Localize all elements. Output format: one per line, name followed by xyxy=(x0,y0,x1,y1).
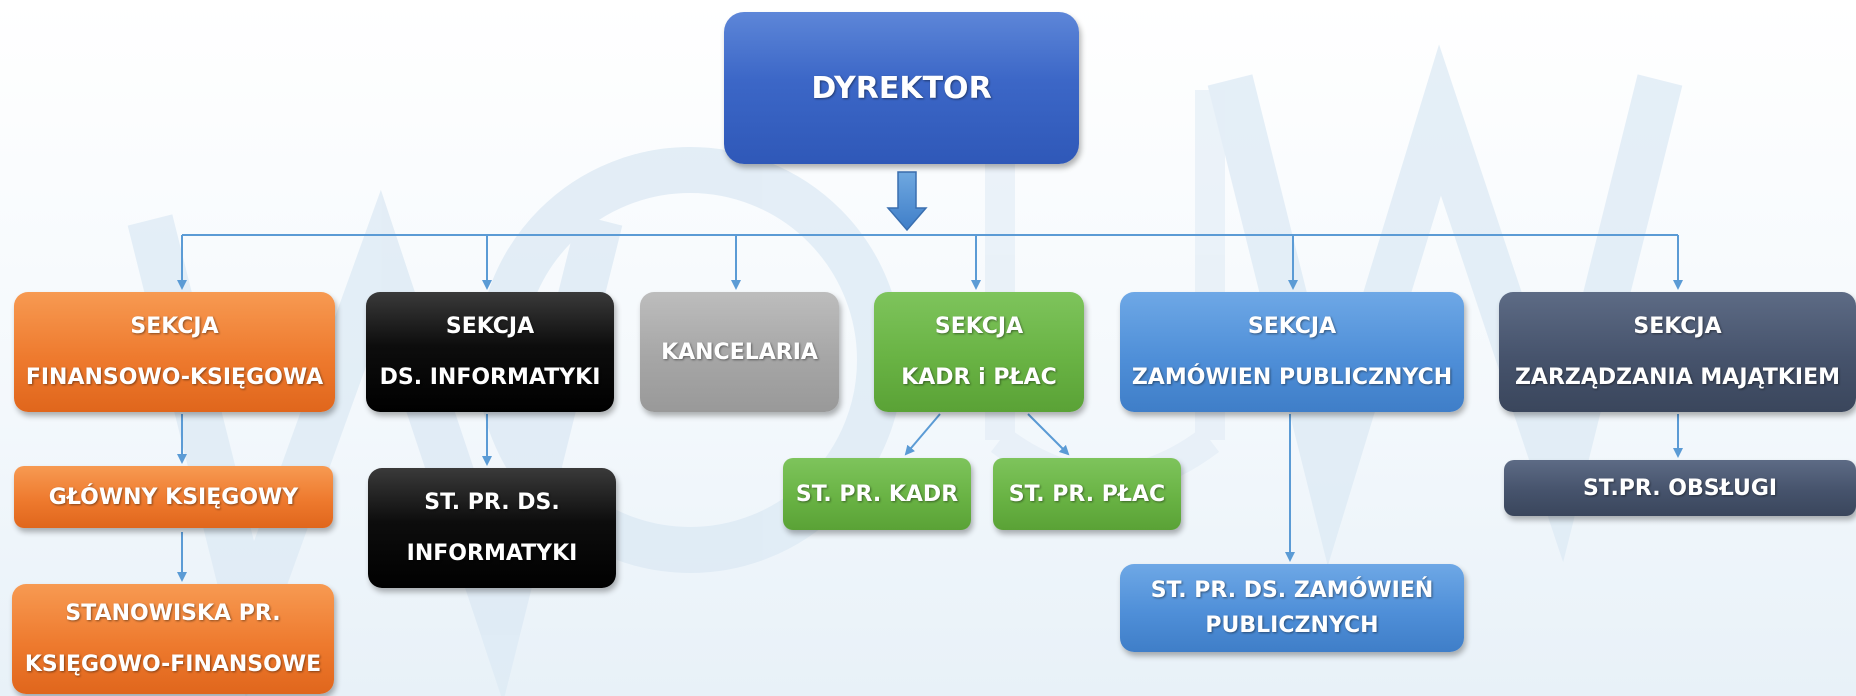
position-hr-staff-label: ST. PR. KADR xyxy=(795,481,959,507)
connector-payroll-staff xyxy=(1027,413,1070,456)
section-it-line2: DS. INFORMATYKI xyxy=(379,365,601,390)
position-procurement-staff-box: ST. PR. DS. ZAMÓWIEŃ PUBLICZNYCH xyxy=(1120,564,1464,652)
position-finance-staff-line2: KSIĘGOWO-FINANSOWE xyxy=(24,652,322,677)
section-assets-line2: ZARZĄDZANIA MAJĄTKIEM xyxy=(1514,365,1840,390)
director-label: DYREKTOR xyxy=(811,70,992,106)
section-chancellery-label: KANCELARIA xyxy=(661,339,818,365)
position-payroll-staff-label: ST. PR. PŁAC xyxy=(1008,481,1166,507)
section-hr-box: SEKCJA KADR i PŁAC xyxy=(874,292,1084,412)
position-finance-staff-line1: STANOWISKA PR. xyxy=(65,601,281,626)
director-down-arrow xyxy=(886,171,928,232)
position-it-staff-line1: ST. PR. DS. xyxy=(424,490,560,515)
section-finance-line2: FINANSOWO-KSIĘGOWA xyxy=(25,365,324,390)
position-chief-accountant-label: GŁÓWNY KSIĘGOWY xyxy=(48,484,299,510)
section-assets-line1: SEKCJA xyxy=(1633,314,1722,339)
section-finance-box: SEKCJA FINANSOWO-KSIĘGOWA xyxy=(14,292,335,412)
position-service-staff-label: ST.PR. OBSŁUGI xyxy=(1582,475,1778,501)
section-hr-line1: SEKCJA xyxy=(934,314,1024,339)
position-it-staff-line2: INFORMATYKI xyxy=(406,541,578,566)
section-it-box: SEKCJA DS. INFORMATYKI xyxy=(366,292,614,412)
section-finance-line1: SEKCJA xyxy=(130,314,219,339)
position-it-staff-box: ST. PR. DS. INFORMATYKI xyxy=(368,468,616,588)
position-procurement-staff-line1: ST. PR. DS. ZAMÓWIEŃ xyxy=(1150,578,1434,603)
section-assets-box: SEKCJA ZARZĄDZANIA MAJĄTKIEM xyxy=(1499,292,1856,412)
section-procurement-line1: SEKCJA xyxy=(1247,314,1337,339)
position-chief-accountant-box: GŁÓWNY KSIĘGOWY xyxy=(14,466,333,528)
section-hr-line2: KADR i PŁAC xyxy=(901,365,1057,390)
section-procurement-line2: ZAMÓWIEN PUBLICZNYCH xyxy=(1131,365,1453,390)
connector-hr-staff xyxy=(904,413,941,456)
position-service-staff-box: ST.PR. OBSŁUGI xyxy=(1504,460,1856,516)
position-procurement-staff-line2: PUBLICZNYCH xyxy=(1205,613,1379,638)
section-it-line1: SEKCJA xyxy=(445,314,535,339)
section-chancellery-box: KANCELARIA xyxy=(640,292,839,412)
director-box: DYREKTOR xyxy=(724,12,1079,164)
position-payroll-staff-box: ST. PR. PŁAC xyxy=(993,458,1181,530)
position-hr-staff-box: ST. PR. KADR xyxy=(783,458,971,530)
section-procurement-box: SEKCJA ZAMÓWIEN PUBLICZNYCH xyxy=(1120,292,1464,412)
position-finance-staff-box: STANOWISKA PR. KSIĘGOWO-FINANSOWE xyxy=(12,584,334,694)
